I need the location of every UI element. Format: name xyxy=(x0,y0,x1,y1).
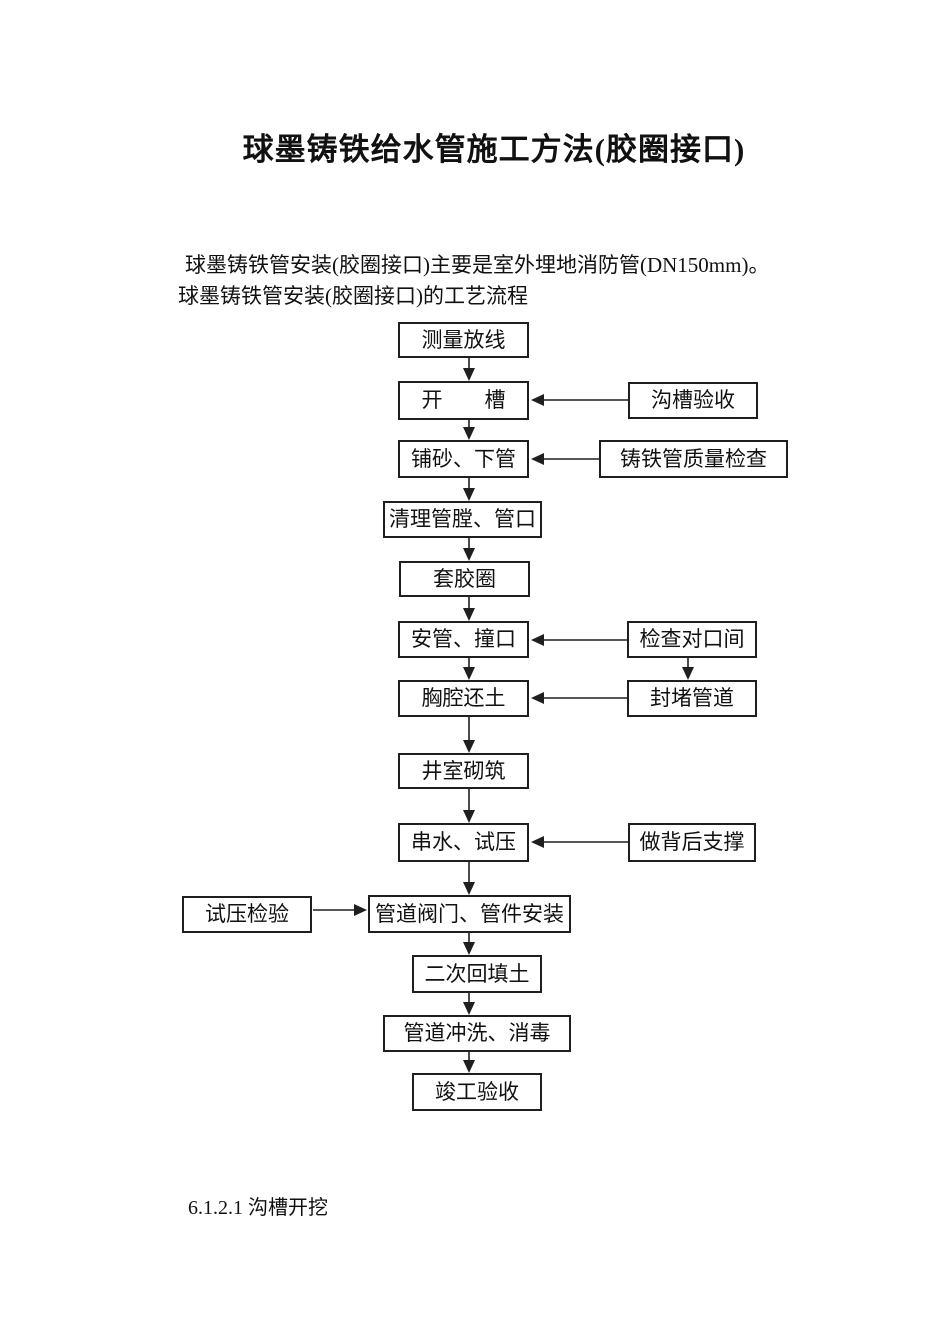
step-clean-pipe-bore: 清理管膛、管口 xyxy=(383,501,542,538)
side-seal-pipe: 封堵管道 xyxy=(627,680,757,717)
intro-line-2: 球墨铸铁管安装(胶圈接口)的工艺流程 xyxy=(178,284,528,308)
side-back-support: 做背后支撑 xyxy=(628,823,756,862)
document-title: 球墨铸铁给水管施工方法(胶圈接口) xyxy=(242,132,746,167)
arrow-ring-to-install xyxy=(463,597,475,621)
side-trench-acceptance: 沟槽验收 xyxy=(628,382,758,419)
step-fit-rubber-ring: 套胶圈 xyxy=(399,561,530,597)
step-valve-fitting-install: 管道阀门、管件安装 xyxy=(368,895,571,933)
side-pipe-quality-check: 铸铁管质量检查 xyxy=(599,440,788,478)
arrow-pressure-inspect xyxy=(313,904,367,916)
arrow-back-support xyxy=(531,836,628,848)
step-sand-bedding-pipe-laying: 铺砂、下管 xyxy=(398,440,529,478)
step-trenching: 开 槽 xyxy=(398,381,529,420)
step-haunch-backfill: 胸腔还土 xyxy=(398,680,529,717)
step-well-chamber-masonry: 井室砌筑 xyxy=(398,753,529,789)
arrow-survey-to-trenching xyxy=(463,358,475,381)
arrow-haunch-to-well xyxy=(463,717,475,753)
side-check-joint-gap: 检查对口间 xyxy=(627,621,757,658)
arrow-install-to-haunch xyxy=(463,658,475,680)
step-flush-pressure-test: 串水、试压 xyxy=(398,823,529,862)
arrow-sand-to-clean xyxy=(463,478,475,501)
intro-line-1: 球墨铸铁管安装(胶圈接口)主要是室外埋地消防管(DN150mm)。 xyxy=(185,253,770,277)
step-second-backfill: 二次回填土 xyxy=(412,955,542,993)
arrow-backfill-to-disinfect xyxy=(463,993,475,1015)
step-survey-layout: 测量放线 xyxy=(398,322,529,358)
arrow-check-joint-gap xyxy=(531,634,627,646)
step-completion-acceptance: 竣工验收 xyxy=(412,1073,542,1111)
step-flush-disinfect: 管道冲洗、消毒 xyxy=(383,1015,571,1052)
arrow-flushtest-to-valve xyxy=(463,862,475,895)
step-install-pipe-joint: 安管、撞口 xyxy=(398,621,529,658)
side-pressure-test-inspect: 试压检验 xyxy=(182,896,312,933)
arrow-pipe-quality-check xyxy=(531,453,599,465)
arrow-clean-to-ring xyxy=(463,538,475,561)
arrow-trench-acceptance xyxy=(531,394,628,406)
section-heading: 6.1.2.1 沟槽开挖 xyxy=(188,1197,328,1219)
arrow-jointgap-to-sealpipe xyxy=(682,658,694,680)
arrow-trenching-to-sand xyxy=(463,420,475,440)
arrow-valve-to-backfill xyxy=(463,933,475,955)
arrow-disinfect-to-completion xyxy=(463,1052,475,1073)
arrow-seal-pipe xyxy=(531,692,627,704)
arrow-well-to-flushtest xyxy=(463,789,475,823)
